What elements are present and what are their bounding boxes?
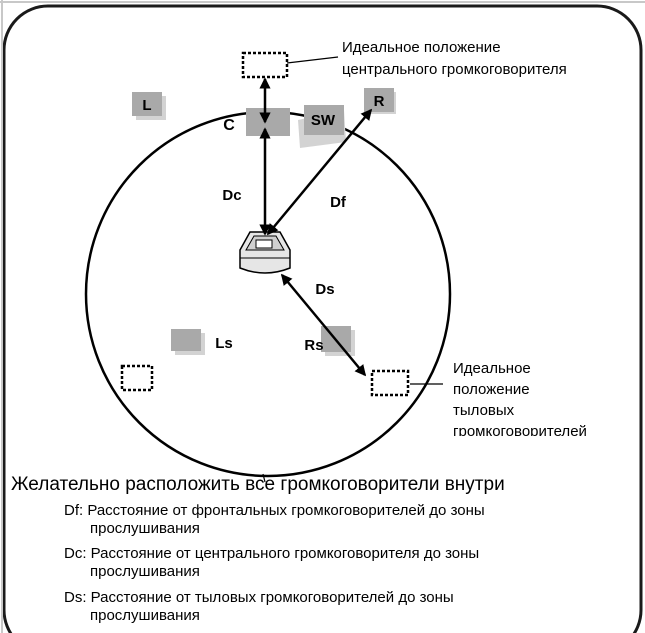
legend-df-line1: Df: Расстояние от фронтальных громкогово… — [64, 502, 485, 519]
ds-arrow — [280, 273, 367, 377]
speaker-sw-label: SW — [311, 112, 336, 129]
df-label: Df — [330, 194, 347, 211]
outer-frame — [2, 4, 643, 633]
speaker-r: R — [364, 88, 396, 114]
speaker-c: C — [223, 108, 290, 136]
legend-ds-line1: Ds: Расстояние от тыловых громкоговорите… — [64, 589, 454, 606]
rear-callout-text-line3: тыловых — [453, 402, 515, 419]
legend-ds-line2: прослушивания — [90, 607, 200, 624]
center-callout-text-line1: Идеальное положение — [342, 39, 501, 56]
rear-callout-text-line2: положение — [453, 381, 530, 398]
legend-dc-line2: прослушивания — [90, 563, 200, 580]
legend-df-line2: прослушивания — [90, 520, 200, 537]
speaker-ls-label: Ls — [215, 335, 233, 352]
speaker-ls: Ls — [171, 329, 233, 355]
ideal-rear-right-position — [370, 369, 410, 397]
listening-circle — [84, 110, 452, 478]
ds-label: Ds — [315, 281, 334, 298]
speaker-c-label: C — [223, 117, 235, 134]
legend-dc-line1: Dc: Расстояние от центрального громкогов… — [64, 545, 480, 562]
dc-label: Dc — [222, 187, 241, 204]
center-callout-line — [286, 56, 339, 64]
ideal-rear-left-position — [120, 364, 154, 392]
df-arrow — [266, 108, 373, 236]
speaker-l: L — [132, 92, 166, 120]
listening-seat-icon — [239, 231, 291, 274]
placement-note: Желательно расположить все громкоговорит… — [11, 474, 505, 495]
rear-callout-text-line1: Идеальное — [453, 360, 531, 377]
speaker-l-label: L — [142, 97, 151, 114]
speaker-rs-label: Rs — [304, 337, 323, 354]
note-pointer-line — [262, 473, 266, 483]
ideal-center-position — [241, 51, 289, 79]
speaker-sw: SW — [298, 105, 346, 148]
rear-callout-text-line4: громкоговорителей — [453, 423, 587, 436]
center-callout-text-line2: центрального громкоговорителя — [342, 61, 567, 78]
speaker-r-label: R — [374, 93, 385, 110]
speaker-rs: Rs — [304, 326, 355, 356]
